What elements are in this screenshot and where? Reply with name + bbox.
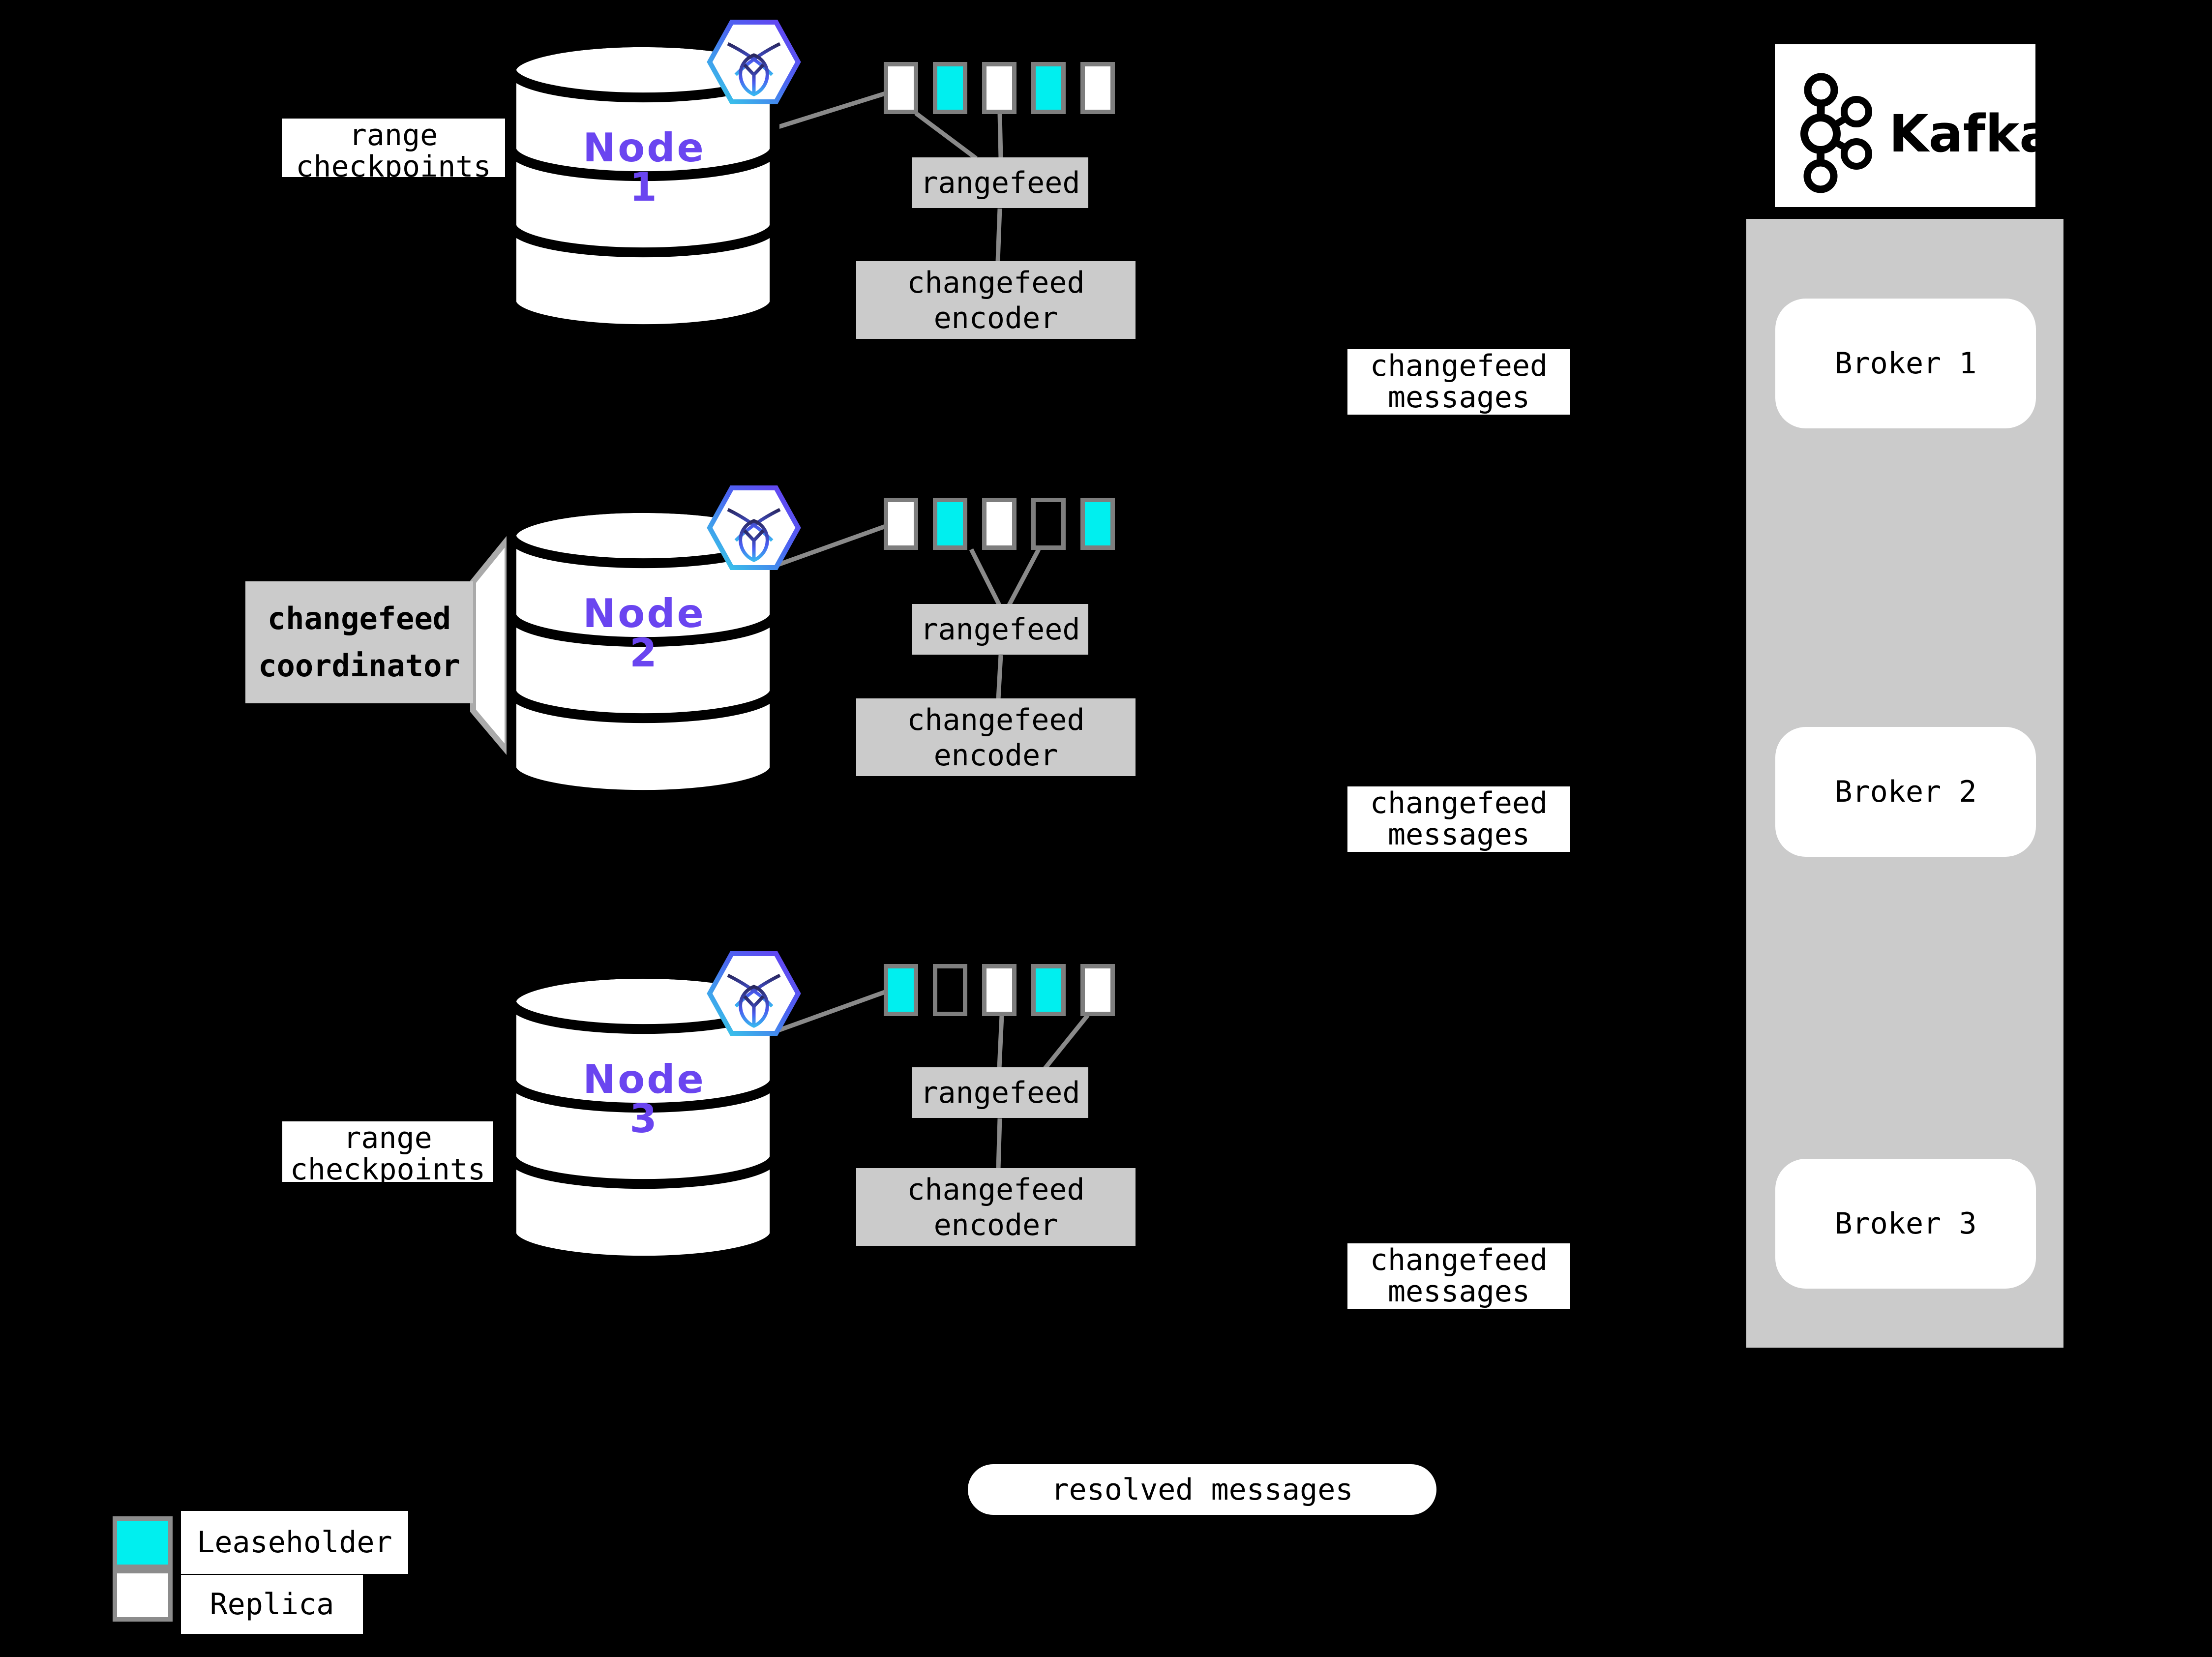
node1-changefeed-messages-label: changefeed messages (1347, 349, 1570, 415)
cockroachdb-icon-node1 (707, 20, 801, 104)
messages-line1: changefeed (1370, 786, 1548, 820)
encoder-line1: changefeed (907, 266, 1085, 300)
node2-label: Node 2 (583, 591, 706, 676)
legend-replica-label: Replica (181, 1575, 363, 1634)
node1-range-3 (982, 62, 1016, 114)
encoder-line2: encoder (933, 738, 1058, 773)
connector-lines-node1 (771, 91, 1003, 262)
node3-label: Node 3 (583, 1056, 706, 1142)
encoder-line2: encoder (933, 301, 1058, 335)
node3-range-2 (933, 964, 967, 1016)
range-checkpoints-label-bottom: range checkpoints (282, 1121, 493, 1182)
node1-range-5 (1080, 62, 1115, 114)
node2-database-cylinder (507, 503, 779, 800)
legend-leaseholder-label: Leaseholder (181, 1511, 408, 1574)
cockroachdb-icon-node3 (707, 951, 801, 1036)
range-checkpoints-line2: checkpoints (290, 1152, 486, 1182)
messages-line2: messages (1388, 1274, 1530, 1309)
messages-line2: messages (1388, 817, 1530, 852)
range-checkpoints-line1: range (349, 119, 438, 152)
node2-changefeed-messages-label: changefeed messages (1347, 786, 1570, 852)
node1-range-4 (1031, 62, 1066, 114)
node3-range-4 (1031, 964, 1066, 1016)
encoder-line2: encoder (933, 1208, 1058, 1242)
node1-label: Node 1 (583, 125, 706, 210)
node3-rangefeed-box: rangefeed (912, 1067, 1088, 1118)
messages-line2: messages (1388, 380, 1530, 415)
node1-range-1 (884, 62, 918, 114)
node3-range-1 (884, 964, 918, 1016)
node2-rangefeed-box: rangefeed (912, 604, 1088, 655)
coordinator-line1: changefeed (267, 601, 451, 636)
node1-range-2 (933, 62, 967, 114)
legend-replica-swatch (113, 1569, 173, 1622)
kafka-icon: Kafka (1800, 73, 2035, 193)
cockroachdb-icon-node2 (707, 485, 801, 570)
connector-lines-node2 (768, 523, 1041, 700)
changefeed-coordinator-box: changefeed coordinator (245, 581, 473, 703)
messages-line1: changefeed (1370, 349, 1548, 383)
kafka-broker-3: Broker 3 (1775, 1159, 2036, 1289)
coordinator-line2: coordinator (258, 648, 460, 684)
connector-lines-node3 (768, 989, 1090, 1170)
node2-range-5 (1080, 498, 1115, 550)
kafka-broker-2: Broker 2 (1775, 727, 2036, 857)
legend-leaseholder-swatch (113, 1516, 173, 1569)
kafka-logo-box: Kafka (1775, 44, 2035, 207)
node2-changefeed-encoder-box: changefeed encoder (856, 698, 1136, 776)
coordinator-callout (470, 531, 510, 760)
node3-changefeed-messages-label: changefeed messages (1347, 1243, 1570, 1309)
arrowhead-icon (2057, 330, 2089, 356)
node2-range-1 (884, 498, 918, 550)
node3-range-3 (982, 964, 1016, 1016)
kafka-broker-1: Broker 1 (1775, 299, 2036, 428)
node2-range-3 (982, 498, 1016, 550)
range-checkpoints-line1: range (343, 1121, 432, 1155)
node1-rangefeed-box: rangefeed (912, 157, 1088, 208)
messages-line1: changefeed (1370, 1243, 1548, 1277)
node2-range-2 (933, 498, 967, 550)
encoder-line1: changefeed (907, 1173, 1085, 1207)
node1-changefeed-encoder-box: changefeed encoder (856, 261, 1136, 339)
encoder-line1: changefeed (907, 703, 1085, 737)
resolved-messages-pill: resolved messages (968, 1464, 1436, 1515)
node2-range-4 (1031, 498, 1066, 550)
kafka-wordmark: Kafka (1889, 104, 2035, 164)
node3-range-5 (1080, 964, 1115, 1016)
range-checkpoints-label-top: range checkpoints (282, 119, 505, 177)
range-checkpoints-line2: checkpoints (296, 150, 491, 177)
node3-changefeed-encoder-box: changefeed encoder (856, 1168, 1136, 1246)
